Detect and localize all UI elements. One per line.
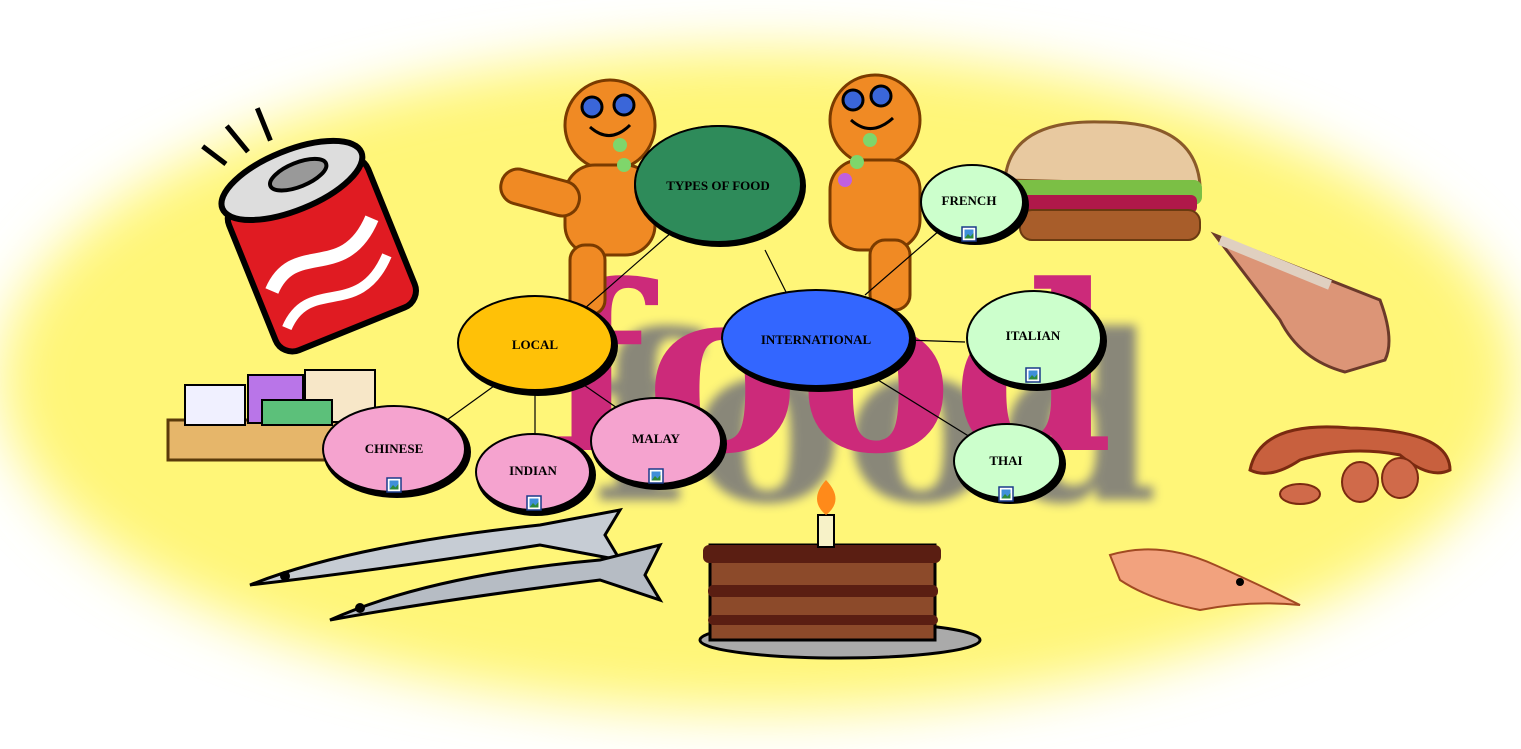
birthday-cake-clipart	[698, 480, 982, 660]
node-malay-shape	[590, 397, 722, 485]
node-international[interactable]: INTERNATIONAL	[721, 289, 916, 392]
node-international-label: INTERNATIONAL	[761, 332, 872, 347]
edge-international-thai	[869, 374, 976, 441]
node-indian-label: INDIAN	[509, 463, 557, 478]
node-types-of-food-shape	[634, 125, 802, 243]
soda-can-clipart	[201, 107, 419, 355]
concept-nodes: TYPES OF FOOD LOCAL INTERNATIONAL CHINES…	[322, 125, 1107, 516]
node-thai[interactable]: THAI	[953, 423, 1066, 504]
image-attachment-icon[interactable]	[961, 226, 977, 242]
node-italian-label: ITALIAN	[1006, 328, 1061, 343]
node-local-shape	[457, 295, 613, 391]
image-attachment-icon[interactable]	[998, 486, 1014, 502]
image-attachment-icon[interactable]	[648, 468, 664, 484]
node-indian[interactable]: INDIAN	[475, 433, 596, 516]
node-thai-label: THAI	[989, 453, 1022, 468]
node-italian-shape	[966, 290, 1102, 386]
node-malay[interactable]: MALAY	[590, 397, 727, 490]
fish-clipart	[249, 507, 664, 622]
edge-international-french	[864, 229, 941, 296]
image-attachment-icon[interactable]	[1025, 367, 1041, 383]
node-types-of-food-label: TYPES OF FOOD	[666, 178, 770, 193]
node-malay-label: MALAY	[632, 431, 681, 446]
node-types-of-food[interactable]: TYPES OF FOOD	[634, 125, 806, 247]
node-chinese-label: CHINESE	[365, 441, 424, 456]
node-french-label: FRENCH	[942, 193, 997, 208]
node-local[interactable]: LOCAL	[457, 295, 618, 396]
image-attachment-icon[interactable]	[386, 477, 402, 493]
steak-clipart	[1210, 231, 1391, 374]
food-word-art: food food	[547, 235, 1159, 555]
image-attachment-icon[interactable]	[526, 495, 542, 511]
shrimp-clipart	[1108, 548, 1301, 612]
node-chinese[interactable]: CHINESE	[322, 405, 471, 498]
gingerbread-men-clipart	[499, 73, 922, 317]
sausage-clipart	[1248, 425, 1452, 505]
node-italian[interactable]: ITALIAN	[966, 290, 1107, 391]
burger-clipart	[1003, 120, 1202, 241]
node-french[interactable]: FRENCH	[920, 164, 1029, 245]
node-international-shape	[721, 289, 911, 387]
node-local-label: LOCAL	[512, 337, 559, 352]
